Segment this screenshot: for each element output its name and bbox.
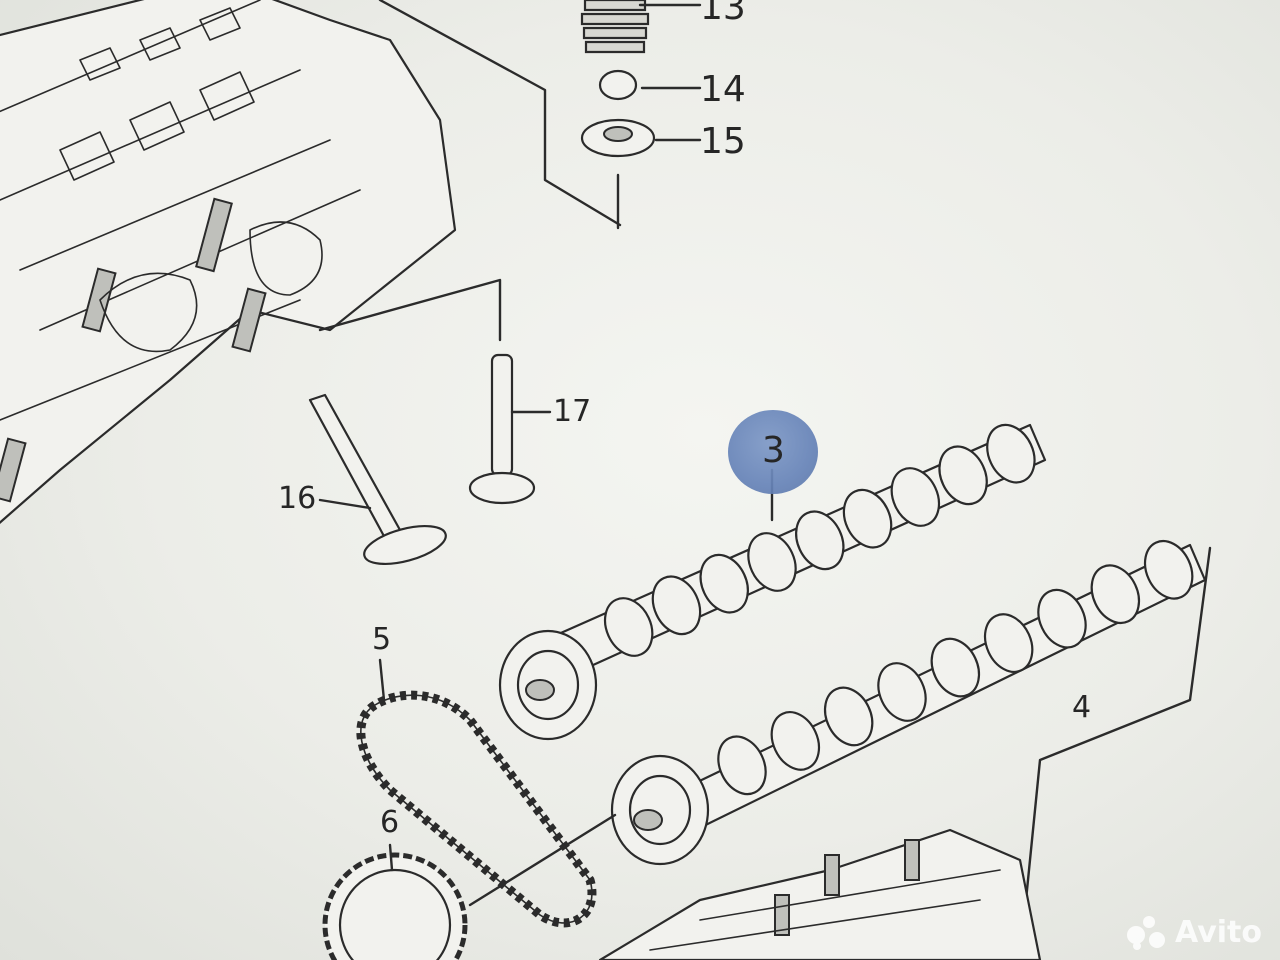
cam-lobe <box>1143 539 1194 600</box>
callout-13: 13 <box>700 0 746 28</box>
cam-lobe <box>603 597 654 657</box>
callout-15: 15 <box>700 121 746 162</box>
cam-lobe <box>986 423 1036 484</box>
cam-lobe <box>747 532 797 592</box>
camshaft-3 <box>498 423 1047 741</box>
callout-3: 3 <box>762 430 785 471</box>
cam-lobe <box>890 467 941 527</box>
avito-logo-icon <box>1127 915 1167 950</box>
cam-lobe <box>699 553 749 614</box>
cam-lobe <box>651 575 702 636</box>
cam-lobe <box>983 613 1034 673</box>
cam-lobe <box>877 662 927 722</box>
callout-16: 16 <box>278 481 317 516</box>
cam-lobe <box>795 510 845 571</box>
cam-lobe <box>770 711 821 771</box>
cam-lobe <box>1037 588 1087 649</box>
valve-guide-17 <box>468 353 552 505</box>
valve-spring-group <box>378 0 702 230</box>
timing-chain-5 <box>356 658 617 928</box>
cam-lobe <box>823 686 874 747</box>
cam-lobe <box>930 637 981 698</box>
cam-lobe <box>1090 564 1141 625</box>
valve-16 <box>308 393 447 565</box>
cam-lobe <box>842 488 893 549</box>
callout-6: 6 <box>380 805 400 840</box>
callout-17: 17 <box>553 394 592 429</box>
callout-14: 14 <box>700 69 746 110</box>
sprocket-6 <box>322 843 468 960</box>
cylinder-head-lower <box>598 828 1042 960</box>
watermark-text: Avito <box>1175 915 1262 950</box>
cam-lobe <box>938 445 988 506</box>
callout-4: 4 <box>1072 690 1092 725</box>
camshaft-4 <box>610 539 1212 960</box>
avito-watermark: Avito <box>1127 915 1262 950</box>
highlight-marker-3[interactable] <box>728 410 818 494</box>
callout-5: 5 <box>372 622 392 657</box>
cam-lobe <box>717 735 767 796</box>
cylinder-head-upper <box>0 0 502 524</box>
